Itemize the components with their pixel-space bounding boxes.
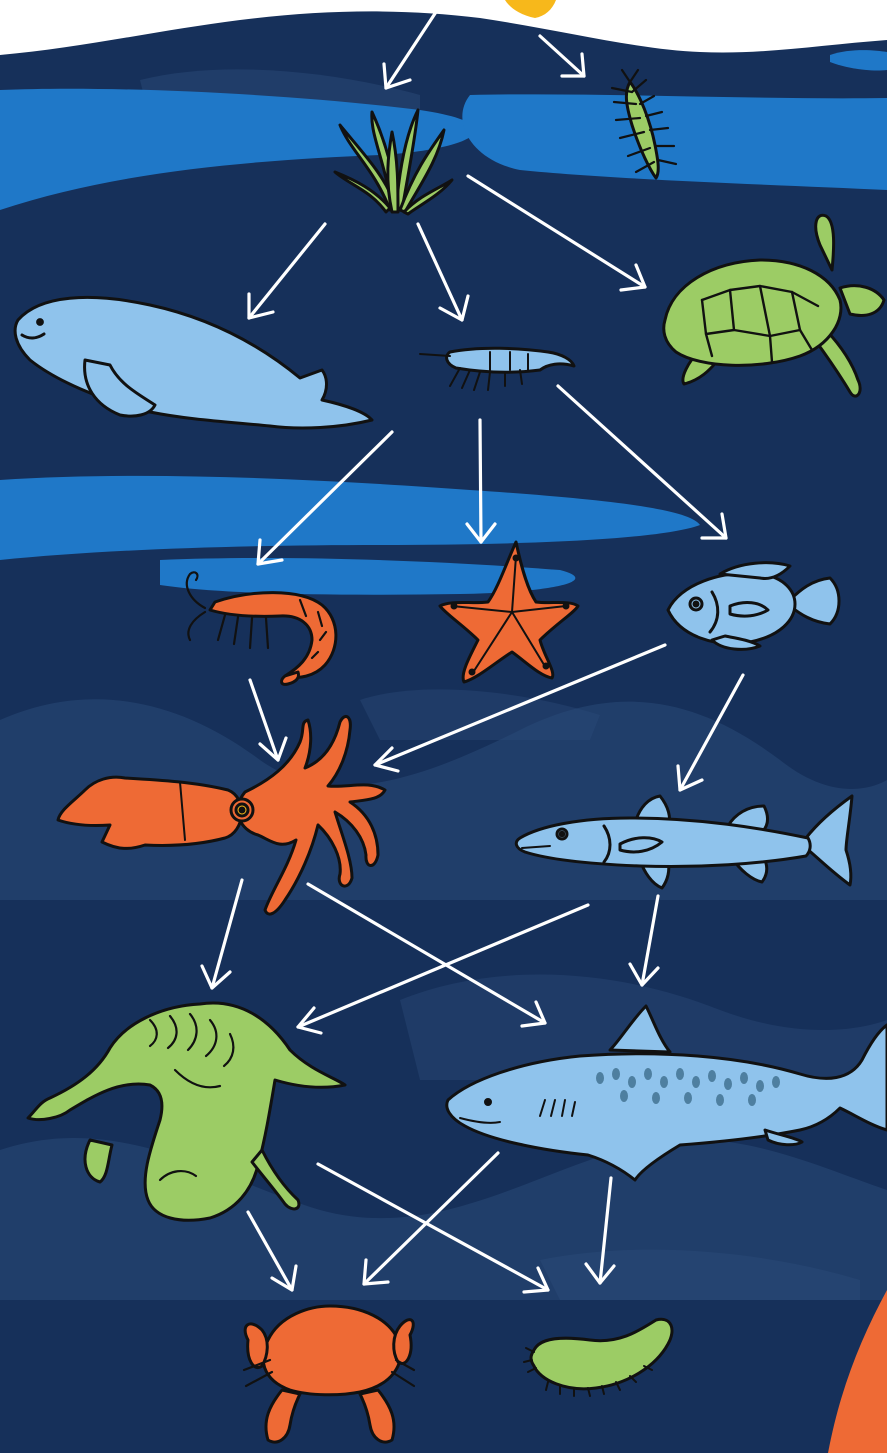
ocean-background bbox=[0, 0, 887, 1453]
food-web-diagram bbox=[0, 0, 887, 1453]
food-web-canvas bbox=[0, 0, 887, 1453]
